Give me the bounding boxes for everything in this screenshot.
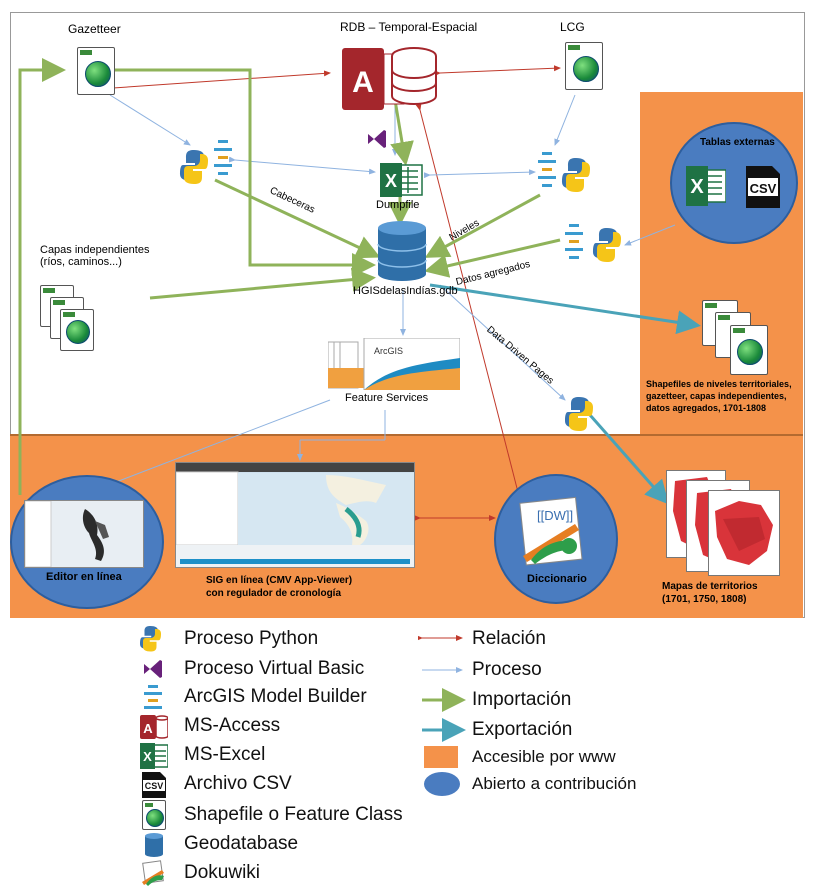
legend-excel-label: MS-Excel xyxy=(184,744,266,765)
legend-dokuwiki-label: Dokuwiki xyxy=(184,862,261,883)
legend-shapefile-label: Shapefile o Feature Class xyxy=(184,804,403,825)
legend-blue-swatch xyxy=(424,772,460,796)
editor-screenshot[interactable] xyxy=(24,500,144,568)
python-modelbuilder-right-icon[interactable] xyxy=(538,150,596,196)
rdb-label: RDB – Temporal-Espacial xyxy=(340,20,478,34)
legend-dokuwiki-icon xyxy=(142,860,164,886)
dumpfile-excel-icon[interactable]: X xyxy=(380,163,424,197)
svg-text:X: X xyxy=(385,171,397,191)
connectors xyxy=(18,58,701,521)
legend-shapefile-icon xyxy=(142,800,166,830)
legend-line-swatches xyxy=(418,635,466,742)
svg-text:CSV: CSV xyxy=(750,181,777,196)
gdb-label: HGISdelasIndías.gdb xyxy=(353,285,458,297)
legend-exportacion-label: Exportación xyxy=(472,719,573,740)
sig-label: SIG en línea (CMV App-Viewer) con regula… xyxy=(206,575,353,599)
svg-text:X: X xyxy=(690,176,704,198)
svg-text:[[DW]]: [[DW]] xyxy=(537,508,573,523)
external-excel-icon: X xyxy=(686,166,726,206)
lcg-label: LCG xyxy=(560,20,585,34)
shapefiles-stack-3-icon[interactable] xyxy=(730,325,768,375)
svg-text:ArcGIS: ArcGIS xyxy=(374,346,403,356)
legend-vb-icon xyxy=(144,660,162,678)
legend-orange-swatch xyxy=(424,746,458,768)
legend-access-label: MS-Access xyxy=(184,715,281,736)
legend-vb-label: Proceso Virtual Basic xyxy=(184,658,365,679)
gazetteer-shapefile-icon[interactable] xyxy=(77,47,115,95)
svg-text:A: A xyxy=(352,66,374,99)
rel-rdb-diccionario xyxy=(415,103,522,501)
legend-geodatabase-icon xyxy=(145,833,163,857)
ms-access-icon[interactable]: A xyxy=(342,40,438,120)
legend-geodatabase-label: Geodatabase xyxy=(184,833,299,854)
svg-text:CSV: CSV xyxy=(145,781,164,791)
feature-services-icon[interactable]: ArcGIS xyxy=(328,338,460,390)
rel-rdb-lcg xyxy=(433,65,561,77)
legend-proceso-label: Proceso xyxy=(472,659,542,680)
imp-editor-gazetteer xyxy=(18,58,66,495)
svg-text:X: X xyxy=(143,749,152,764)
dumpfile-label: Dumpfile xyxy=(376,199,420,211)
legend-abierto-label: Abierto a contribución xyxy=(472,774,637,793)
feature-services-label: Feature Services xyxy=(345,392,429,404)
legend-accesible-label: Accesible por www xyxy=(472,747,616,766)
python-data-driven-icon[interactable] xyxy=(565,397,595,431)
mapa-1808[interactable] xyxy=(708,490,780,576)
dokuwiki-large-icon: [[DW]] xyxy=(519,496,583,566)
legend-csv-label: Archivo CSV xyxy=(184,773,292,794)
rel-gazetteer-rdb xyxy=(106,70,331,92)
diccionario-label: Diccionario xyxy=(527,573,587,585)
legend-python-icon xyxy=(140,626,161,652)
legend-python-label: Proceso Python xyxy=(184,628,319,649)
capas-shapefile-3-icon[interactable] xyxy=(60,309,94,351)
svg-text:A: A xyxy=(143,721,153,736)
legend-modelbuilder-icon xyxy=(144,685,162,709)
lcg-shapefile-icon[interactable] xyxy=(565,42,603,90)
legend-modelbuilder-label: ArcGIS Model Builder xyxy=(184,686,367,707)
legend-importacion-label: Importación xyxy=(472,689,572,710)
sig-screenshot[interactable] xyxy=(175,462,415,568)
capas-independientes-label: Capas independientes (ríos, caminos...) xyxy=(40,244,150,268)
tablas-externas-label: Tablas externas xyxy=(700,137,775,148)
imp-gazetteer-gdb xyxy=(115,68,376,277)
editor-label: Editor en línea xyxy=(46,571,122,583)
shapefiles-label: Shapefiles de niveles territoriales, gaz… xyxy=(646,379,792,413)
external-csv-icon: CSV xyxy=(746,166,780,208)
python-modelbuilder-external-icon[interactable] xyxy=(565,222,631,268)
legend-relacion-label: Relación xyxy=(472,628,546,649)
geodatabase-icon[interactable] xyxy=(376,220,428,282)
virtual-basic-icon xyxy=(368,130,386,148)
legend-access-icon: A xyxy=(140,715,168,739)
legend-excel-icon: X xyxy=(140,743,168,769)
legend-csv-icon: CSV xyxy=(142,772,166,798)
gazetteer-label: Gazetteer xyxy=(68,22,121,36)
python-modelbuilder-left-icon[interactable] xyxy=(178,138,236,184)
mapas-label: Mapas de territorios (1701, 1750, 1808) xyxy=(662,581,758,605)
